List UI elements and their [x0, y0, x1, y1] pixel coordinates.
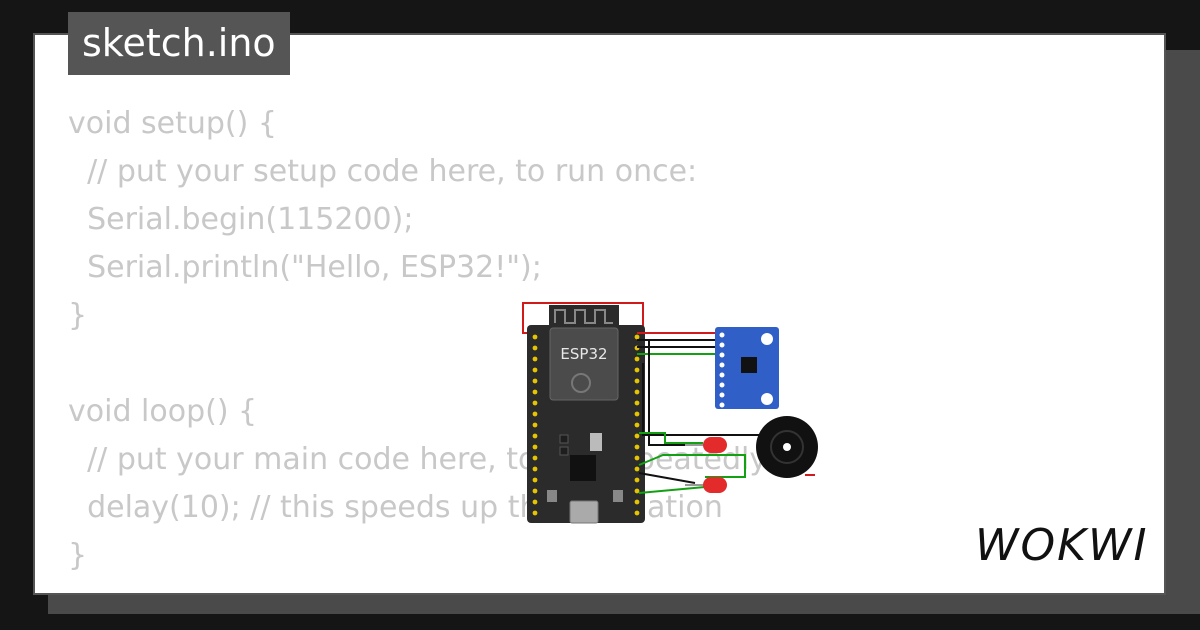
mounting-hole	[761, 333, 773, 345]
board-regulator	[590, 433, 602, 451]
board-component	[559, 434, 569, 444]
code-line: Serial.begin(115200);	[68, 202, 414, 237]
black-wire	[642, 363, 763, 436]
green-wire	[639, 432, 703, 444]
usb-port	[569, 500, 599, 524]
code-line: void loop() {	[68, 394, 258, 429]
buzzer-hole	[783, 443, 791, 451]
green-wire	[638, 454, 746, 478]
code-line: // put your setup code here, to run once…	[68, 154, 698, 189]
boot-button	[547, 490, 557, 502]
code-line: }	[68, 538, 88, 573]
circuit-diagram: ESP32	[522, 302, 818, 524]
antenna-trace	[554, 309, 613, 324]
red-led	[703, 477, 727, 493]
wokwi-logo-text: WOKWI	[975, 520, 1149, 571]
esp32-module-shield	[549, 327, 619, 401]
black-wire	[639, 339, 705, 446]
code-line: // put your main code here, to run repea…	[68, 442, 776, 477]
code-line: }	[68, 298, 88, 333]
buzzer-ring	[770, 430, 804, 464]
espressif-logo-icon	[571, 373, 591, 393]
black-wire	[638, 472, 696, 484]
red-led	[703, 437, 727, 453]
wokwi-logo: WOKWI	[975, 520, 1148, 571]
file-tab[interactable]: sketch.ino	[68, 12, 290, 75]
esp32-label: ESP32	[560, 345, 607, 363]
file-tab-label: sketch.ino	[82, 21, 276, 65]
green-wire	[638, 486, 706, 494]
sensor-pins	[719, 332, 725, 408]
code-line: Serial.println("Hello, ESP32!");	[68, 250, 542, 285]
right-pin-header	[634, 334, 640, 516]
board-component	[559, 446, 569, 456]
en-button	[613, 490, 623, 502]
left-pin-header	[532, 334, 538, 516]
mounting-hole	[761, 393, 773, 405]
board-chip	[570, 455, 596, 481]
sensor-chip	[741, 357, 757, 373]
code-line: void setup() {	[68, 106, 277, 141]
